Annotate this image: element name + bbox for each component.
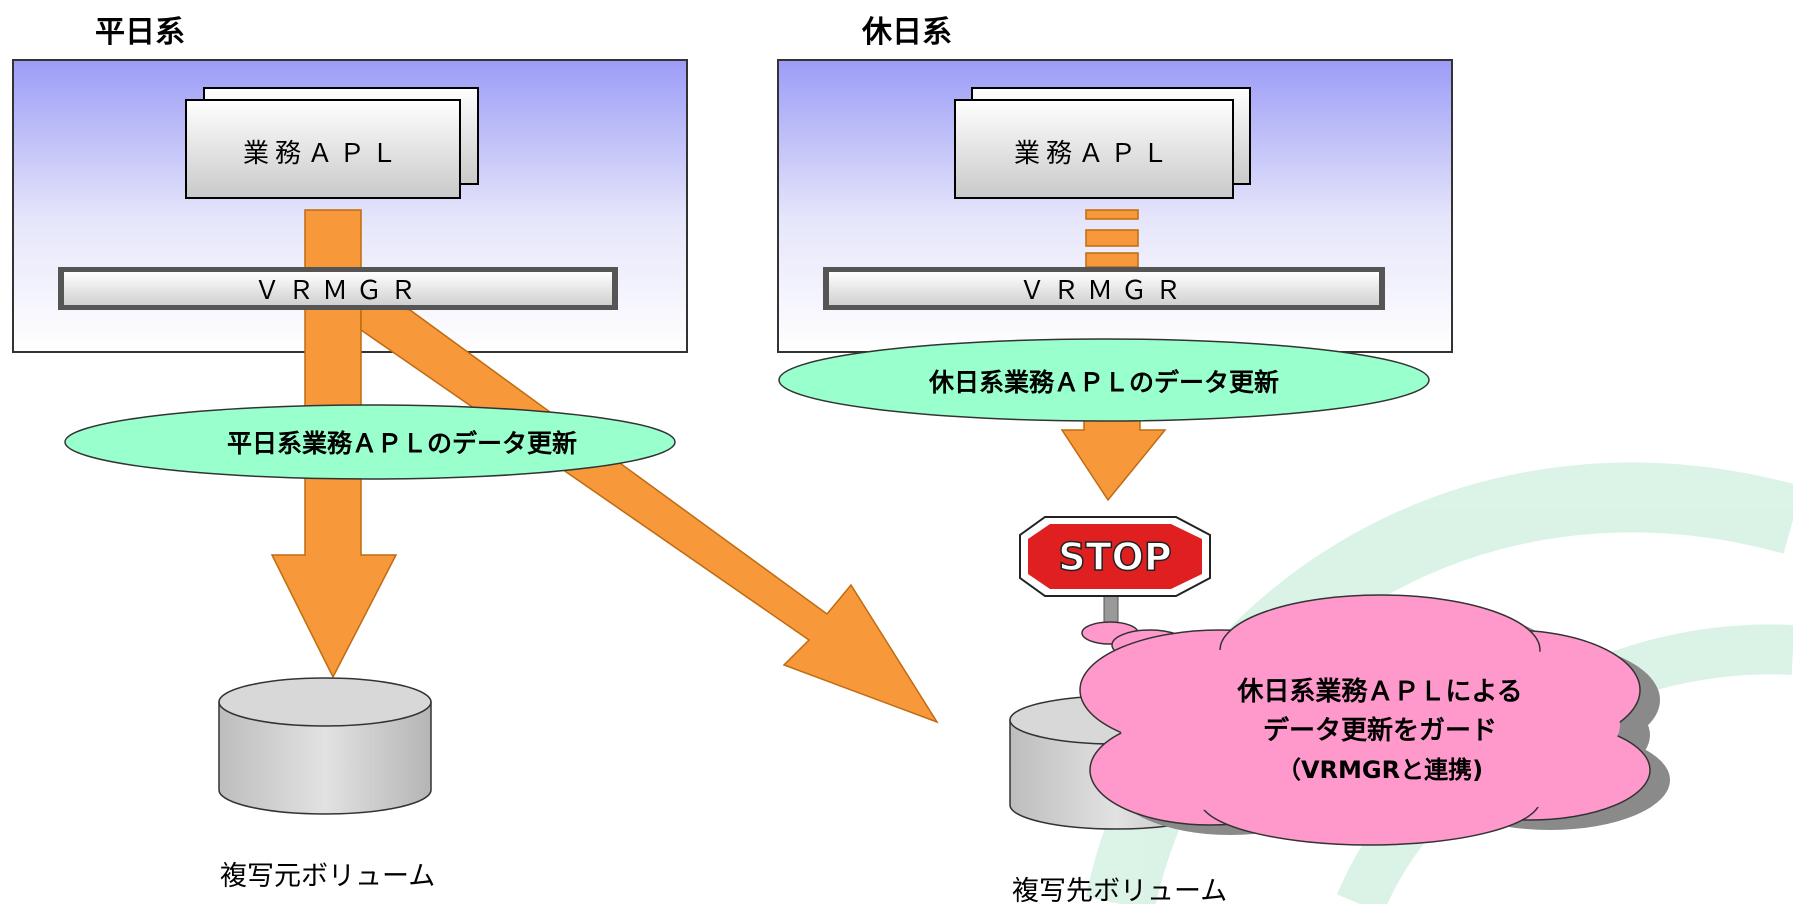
guard-text-line1: 休日系業務ＡＰＬによる [1236,677,1522,707]
left-app-box: 業務ＡＰＬ [185,87,479,199]
source-volume-cylinder [218,677,432,815]
left-update-label: 平日系業務ＡＰＬのデータ更新 [227,429,577,458]
source-volume-label: 複写元ボリューム [220,861,435,892]
right-update-ellipse: 休日系業務ＡＰＬのデータ更新 [778,338,1430,422]
left-update-ellipse: 平日系業務ＡＰＬのデータ更新 [64,404,676,480]
right-vrmgr-label: ＶＲＭＧＲ [1019,276,1189,306]
right-dashed-arrow-stub [1085,209,1139,268]
right-system-heading: 休日系 [861,15,952,50]
stop-sign-text: STOP [1058,535,1171,579]
left-app-label: 業務ＡＰＬ [243,139,403,169]
right-vrmgr-bar: ＶＲＭＧＲ [823,267,1385,310]
right-app-label: 業務ＡＰＬ [1014,139,1174,169]
left-system-heading: 平日系 [95,15,185,50]
right-update-label: 休日系業務ＡＰＬのデータ更新 [928,368,1279,397]
left-vrmgr-label: ＶＲＭＧＲ [254,276,424,306]
left-vrmgr-bar: ＶＲＭＧＲ [58,267,618,310]
guard-cloud: 休日系業務ＡＰＬによる データ更新をガード （VRMGRと連携) [1079,594,1670,846]
guard-text-line2: データ更新をガード [1263,715,1497,746]
stop-sign-icon: STOP [1019,516,1211,643]
destination-volume-label: 複写先ボリューム [1012,876,1227,904]
right-app-box: 業務ＡＰＬ [954,87,1251,199]
guard-text-line3: （VRMGRと連携) [1277,756,1483,784]
